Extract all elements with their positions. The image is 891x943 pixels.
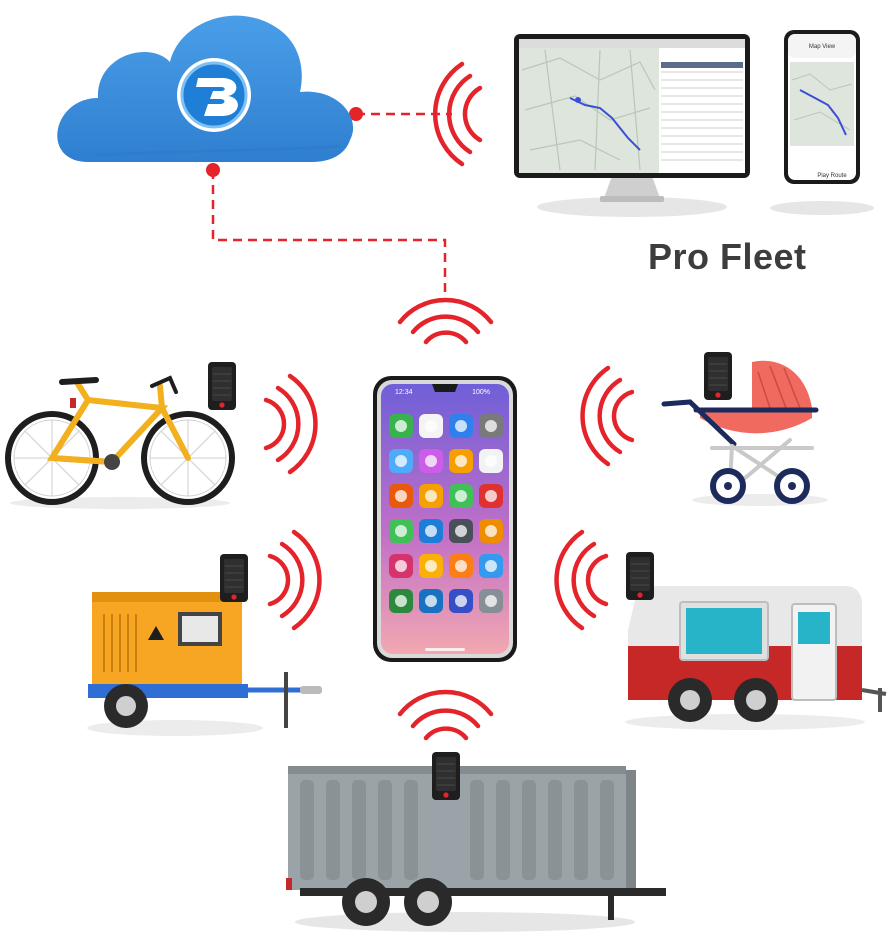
app-icon-glyph xyxy=(395,490,407,502)
signal-arcs xyxy=(263,61,635,741)
signal-phone xyxy=(397,297,494,345)
app-icon-glyph xyxy=(455,490,467,502)
app-icon-glyph xyxy=(425,490,437,502)
app-icon-glyph xyxy=(395,420,407,432)
app-icon-glyph xyxy=(425,420,437,432)
app-icon-glyph xyxy=(455,560,467,572)
app-icon-glyph xyxy=(395,595,407,607)
pro-fleet-caption: Pro Fleet xyxy=(648,236,807,277)
phone-time: 12:34 xyxy=(395,389,413,396)
mini-phone-header: Map View xyxy=(809,44,836,50)
phone-battery: 100% xyxy=(472,389,490,396)
signal-stroller xyxy=(580,365,635,467)
app-icon-glyph xyxy=(455,420,467,432)
app-icon-glyph xyxy=(425,595,437,607)
app-icon-glyph xyxy=(485,490,497,502)
app-icon-glyph xyxy=(425,455,437,467)
app-icon-glyph xyxy=(455,595,467,607)
app-icon-glyph xyxy=(455,525,467,537)
app-grid xyxy=(389,414,503,613)
app-icon-glyph xyxy=(485,560,497,572)
app-icon-glyph xyxy=(455,455,467,467)
bicycle xyxy=(5,375,235,509)
signal-container xyxy=(397,689,494,741)
camper-trailer xyxy=(625,586,887,730)
tracker-device-bicycle xyxy=(207,361,237,411)
tracker-device-camper xyxy=(625,551,655,601)
app-icon-glyph xyxy=(485,525,497,537)
mobile-phone: Map View Play Route xyxy=(770,30,874,215)
link-node-right xyxy=(349,107,363,121)
app-icon-glyph xyxy=(425,560,437,572)
link-node-bottom xyxy=(206,163,220,177)
cloud-to-phone-link xyxy=(211,170,447,300)
signal-pro-fleet xyxy=(432,61,483,167)
app-icon-glyph xyxy=(425,525,437,537)
app-icon-glyph xyxy=(485,420,497,432)
smartphone: 12:34 100% xyxy=(373,376,517,662)
signal-bicycle xyxy=(263,373,318,475)
cloud-icon xyxy=(57,15,354,162)
app-icon-glyph xyxy=(485,595,497,607)
app-icon-glyph xyxy=(485,455,497,467)
signal-camper xyxy=(554,529,609,631)
signal-generator xyxy=(267,529,322,631)
generator-trailer xyxy=(87,592,322,736)
mini-phone-play-button: Play Route xyxy=(817,173,847,179)
tracker-device-generator xyxy=(219,553,249,603)
stroller xyxy=(661,360,828,506)
app-icon-glyph xyxy=(395,455,407,467)
tracker-device-stroller xyxy=(703,351,733,401)
cargo-container xyxy=(286,766,666,932)
tracker-device-container xyxy=(431,751,461,801)
monitor xyxy=(514,34,750,217)
app-icon-glyph xyxy=(395,525,407,537)
brand-logo xyxy=(177,58,251,132)
app-icon-glyph xyxy=(395,560,407,572)
